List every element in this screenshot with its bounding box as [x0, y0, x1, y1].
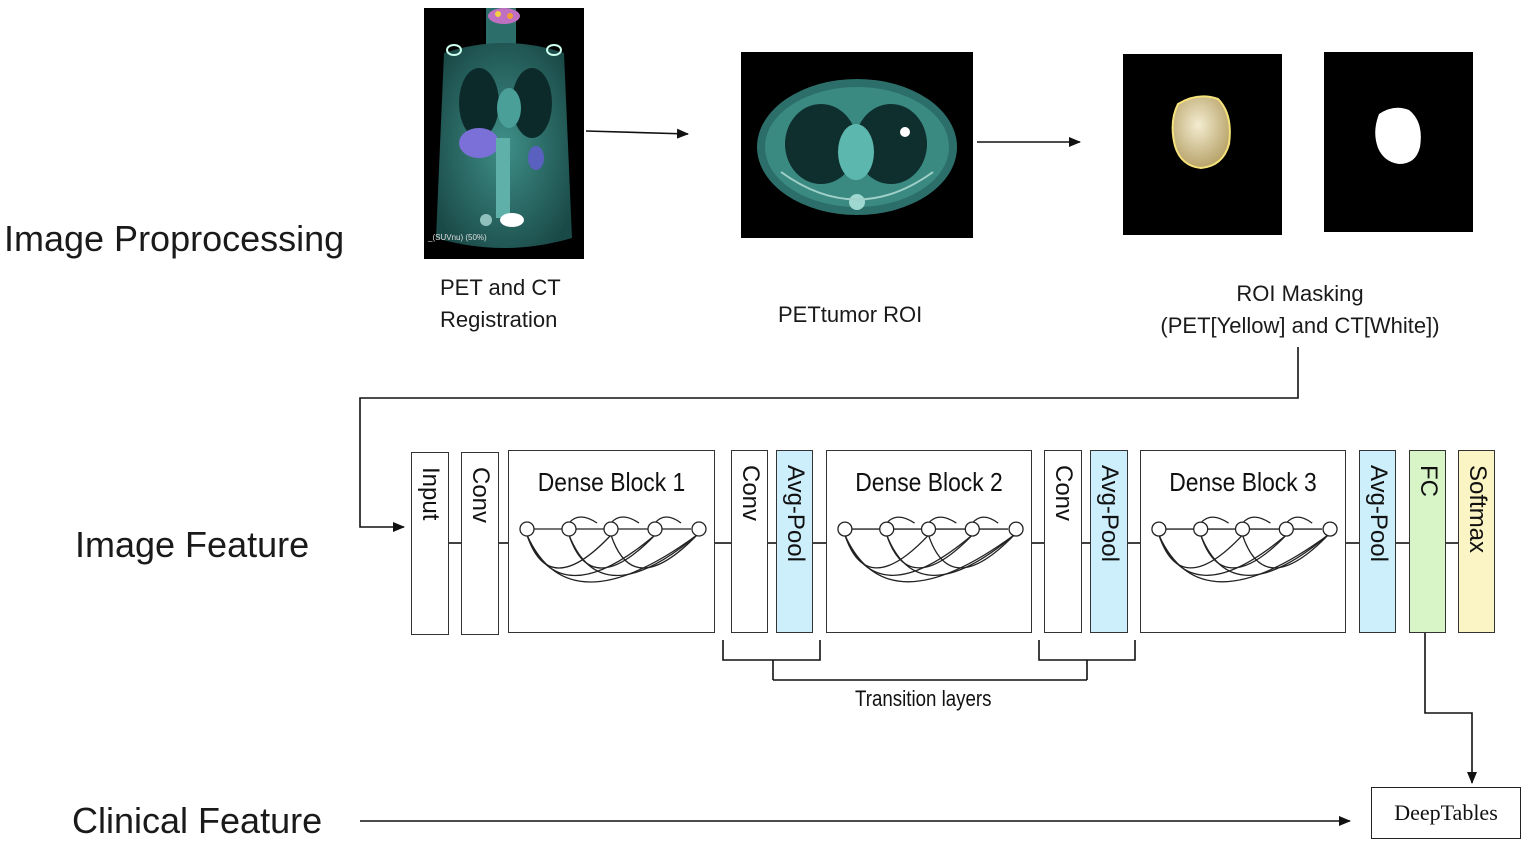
dense-block-1: Dense Block 1: [508, 450, 715, 633]
coronal-petct-image: _(SUVnu) (50%): [424, 8, 584, 259]
masking-caption-line1: ROI Masking: [1236, 281, 1364, 306]
section-label-preprocessing: Image Proprocessing: [4, 218, 345, 259]
axial-pet-roi-image: [741, 52, 973, 238]
dense-connectivity-graph-1: [519, 516, 707, 583]
layer-fc: FC: [1409, 450, 1446, 633]
roi-mask-pet-yellow: [1123, 54, 1282, 235]
arrow-registration-to-roi: [585, 128, 689, 139]
layer-conv-1: Conv: [461, 452, 499, 635]
dense-connectivity-graph-3: [1151, 516, 1338, 583]
layer-conv-2: Conv: [731, 450, 768, 633]
section-label-clinical-feature: Clinical Feature: [72, 800, 323, 841]
dense-block-1-title: Dense Block 1: [537, 467, 686, 497]
layer-avg-pool-1: Avg-Pool: [776, 450, 813, 633]
deeptables-box: DeepTables: [1371, 787, 1521, 839]
coronal-overlay-text: _(SUVnu) (50%): [427, 233, 487, 242]
arrow-fc-to-deeptables: [1424, 633, 1477, 784]
masking-caption-line2: (PET[Yellow] and CT[White]): [1160, 313, 1440, 338]
dense-block-3: Dense Block 3: [1140, 450, 1346, 633]
transition-layers-label: Transition layers: [855, 686, 992, 711]
layer-softmax-label: Softmax: [1463, 465, 1491, 554]
layer-conv-3: Conv: [1044, 450, 1082, 633]
layer-conv-2-label: Conv: [736, 465, 764, 522]
roi-caption: PETtumor ROI: [778, 302, 923, 327]
layer-avg-pool-2: Avg-Pool: [1090, 450, 1128, 633]
layer-fc-label: FC: [1414, 465, 1442, 497]
layer-conv-1-label: Conv: [467, 467, 494, 524]
layer-avg-pool-1-label: Avg-Pool: [781, 465, 809, 562]
registration-caption: PET and CT Registration: [440, 272, 561, 336]
layer-avg-pool-2-label: Avg-Pool: [1096, 465, 1123, 562]
layer-avg-pool-3: Avg-Pool: [1359, 450, 1396, 633]
layer-conv-3-label: Conv: [1050, 465, 1077, 522]
section-label-image-feature: Image Feature: [75, 524, 310, 565]
roi-mask-ct-white: [1324, 52, 1473, 232]
masking-caption: ROI Masking (PET[Yellow] and CT[White]): [1130, 278, 1470, 342]
layer-input-label: Input: [417, 467, 444, 521]
dense-block-3-title: Dense Block 3: [1169, 467, 1317, 497]
dense-connectivity-graph-2: [837, 516, 1024, 583]
registration-caption-line1: PET and CT: [440, 275, 561, 300]
layer-avg-pool-3-label: Avg-Pool: [1364, 465, 1392, 562]
dense-block-2-title: Dense Block 2: [855, 467, 1003, 497]
layer-input: Input: [411, 452, 449, 635]
dense-block-2: Dense Block 2: [826, 450, 1032, 633]
registration-caption-line2: Registration: [440, 307, 558, 332]
layer-softmax: Softmax: [1458, 450, 1495, 633]
arrow-masking-to-input: [359, 347, 1299, 532]
